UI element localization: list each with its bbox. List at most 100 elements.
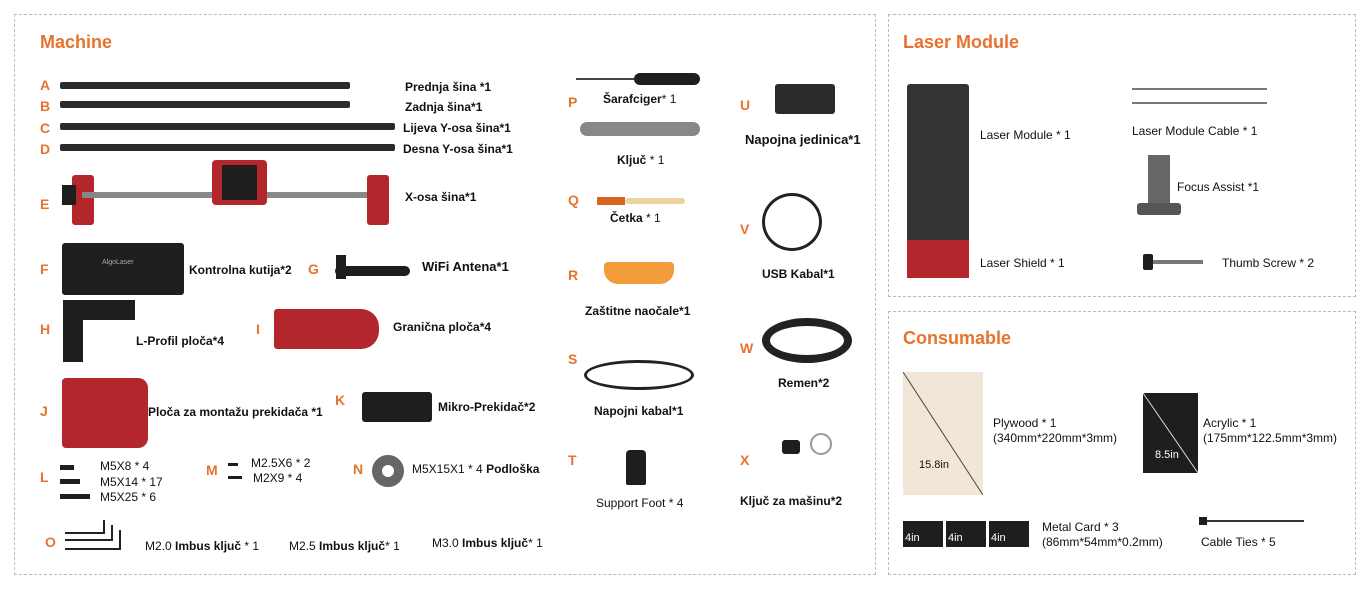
- screw-icon: [60, 465, 74, 470]
- item-letter: S: [568, 351, 578, 367]
- item-letter: V: [740, 221, 750, 237]
- wifi-antenna-image: [335, 266, 410, 276]
- left-y-rail-image: [60, 123, 395, 130]
- item-label: Laser Module * 1: [980, 128, 1071, 142]
- washer-name: Podloška: [486, 462, 540, 476]
- metal-card-label: Metal Card * 3(86mm*54mm*0.2mm): [1042, 520, 1163, 550]
- label-text: Šarafciger: [603, 92, 662, 106]
- item-label: USB Kabal*1: [762, 267, 835, 281]
- card-dimension: 4in: [905, 532, 920, 544]
- screw-spec: M2.5X6 * 2: [251, 456, 311, 470]
- cable-ties-label: Cable Ties * 5: [1201, 535, 1276, 549]
- hex-size: M2.0: [145, 539, 172, 553]
- item-label: Ključ * 1: [617, 153, 664, 167]
- power-supply-image: [775, 84, 835, 114]
- acrylic-label: Acrylic * 1(175mm*122.5mm*3mm): [1203, 416, 1337, 446]
- item-label: Mikro-Prekidač*2: [438, 400, 536, 414]
- hex-size: M2.5: [289, 539, 316, 553]
- metal-card-image: 4in: [946, 521, 986, 547]
- item-label: L-Profil ploča*4: [136, 334, 225, 348]
- cable-tie-image: [1201, 520, 1304, 522]
- hex-qty: * 1: [528, 536, 543, 550]
- hex-name: Imbus ključ: [175, 539, 242, 553]
- hex-size: M3.0: [432, 536, 459, 550]
- item-letter: L: [40, 469, 49, 485]
- acrylic-image: 8.5in: [1143, 393, 1198, 473]
- support-foot-image: [626, 450, 646, 485]
- washer-image: [372, 455, 404, 487]
- washer-label: M5X15X1 * 4 Podloška: [412, 462, 539, 476]
- machine-title: Machine: [40, 32, 113, 52]
- metal-card-size: (86mm*54mm*0.2mm): [1042, 535, 1163, 549]
- item-letter: D: [40, 141, 51, 157]
- item-label: Focus Assist *1: [1177, 180, 1260, 194]
- acrylic-size: (175mm*122.5mm*3mm): [1203, 431, 1338, 445]
- label-text: Ključ: [617, 153, 647, 167]
- micro-switch-image: [362, 392, 432, 422]
- plywood-name: Plywood * 1: [993, 416, 1057, 430]
- control-box-image: AlgoLaser: [62, 243, 184, 295]
- machine-panel: [14, 14, 876, 575]
- hex-key-label: M2.0 Imbus ključ * 1: [145, 539, 259, 553]
- screw-icon: [228, 476, 242, 479]
- item-label: X-osa šina*1: [405, 190, 477, 204]
- consumable-title: Consumable: [903, 328, 1012, 348]
- qty: * 1: [646, 211, 661, 225]
- item-label: Kontrolna kutija*2: [189, 263, 292, 277]
- rear-rail-image: [60, 101, 350, 108]
- safety-glasses-image: [604, 262, 674, 284]
- item-letter: W: [740, 340, 754, 356]
- metal-card-name: Metal Card * 3: [1042, 520, 1119, 534]
- item-letter: G: [308, 261, 319, 277]
- item-letter: J: [40, 403, 48, 419]
- screw-spec: M5X14 * 17: [100, 475, 163, 489]
- laser-module-title: Laser Module: [903, 32, 1020, 52]
- front-rail-image: [60, 82, 350, 89]
- card-dimension: 4in: [948, 532, 963, 544]
- hex-qty: * 1: [385, 539, 400, 553]
- item-letter: H: [40, 321, 51, 337]
- belt-image: [762, 318, 852, 363]
- screw-icon: [60, 494, 90, 499]
- item-letter: T: [568, 452, 577, 468]
- item-label: Lijeva Y-osa šina*1: [403, 121, 511, 135]
- item-label: Ključ za mašinu*2: [740, 494, 843, 508]
- hex-key-image: [65, 520, 105, 534]
- right-y-rail-image: [60, 144, 395, 151]
- screw-spec: M5X25 * 6: [100, 490, 157, 504]
- acrylic-name: Acrylic * 1: [1203, 416, 1257, 430]
- item-letter: U: [740, 97, 751, 113]
- brush-image: [597, 197, 625, 205]
- x-axis-rail-image: [62, 160, 397, 240]
- item-letter: B: [40, 98, 51, 114]
- item-label: Prednja šina *1: [405, 80, 492, 94]
- laser-module-cable-image: [1132, 88, 1267, 104]
- item-letter: P: [568, 94, 578, 110]
- screw-spec: M5X8 * 4: [100, 459, 150, 473]
- item-letter: K: [335, 392, 346, 408]
- plywood-label: Plywood * 1(340mm*220mm*3mm): [993, 416, 1117, 446]
- hex-key-label: M2.5 Imbus ključ* 1: [289, 539, 400, 553]
- washer-spec: M5X15X1 * 4: [412, 462, 483, 476]
- wrench-image: [580, 122, 700, 136]
- plywood-dimension: 15.8in: [919, 459, 949, 471]
- item-label: Ploča za montažu prekidača *1: [148, 405, 323, 419]
- limit-plate-image: [274, 309, 379, 349]
- item-letter: R: [568, 267, 579, 283]
- item-label: Zadnja šina*1: [405, 100, 483, 114]
- screw-spec: M2X9 * 4: [253, 471, 303, 485]
- plywood-size: (340mm*220mm*3mm): [993, 431, 1118, 445]
- item-label: Laser Module Cable * 1: [1132, 124, 1258, 138]
- power-cable-image: [584, 360, 694, 390]
- item-label: Thumb Screw * 2: [1222, 256, 1315, 270]
- focus-assist-image: [1148, 155, 1170, 205]
- metal-card-image: 4in: [903, 521, 943, 547]
- hex-name: Imbus ključ: [319, 539, 386, 553]
- item-label: Desna Y-osa šina*1: [403, 142, 513, 156]
- hex-name: Imbus ključ: [462, 536, 529, 550]
- screw-icon: [60, 479, 80, 484]
- screw-icon: [228, 463, 238, 466]
- item-letter: A: [40, 77, 51, 93]
- item-label: Četka * 1: [610, 211, 661, 225]
- item-label: Napojna jedinica*1: [745, 132, 861, 147]
